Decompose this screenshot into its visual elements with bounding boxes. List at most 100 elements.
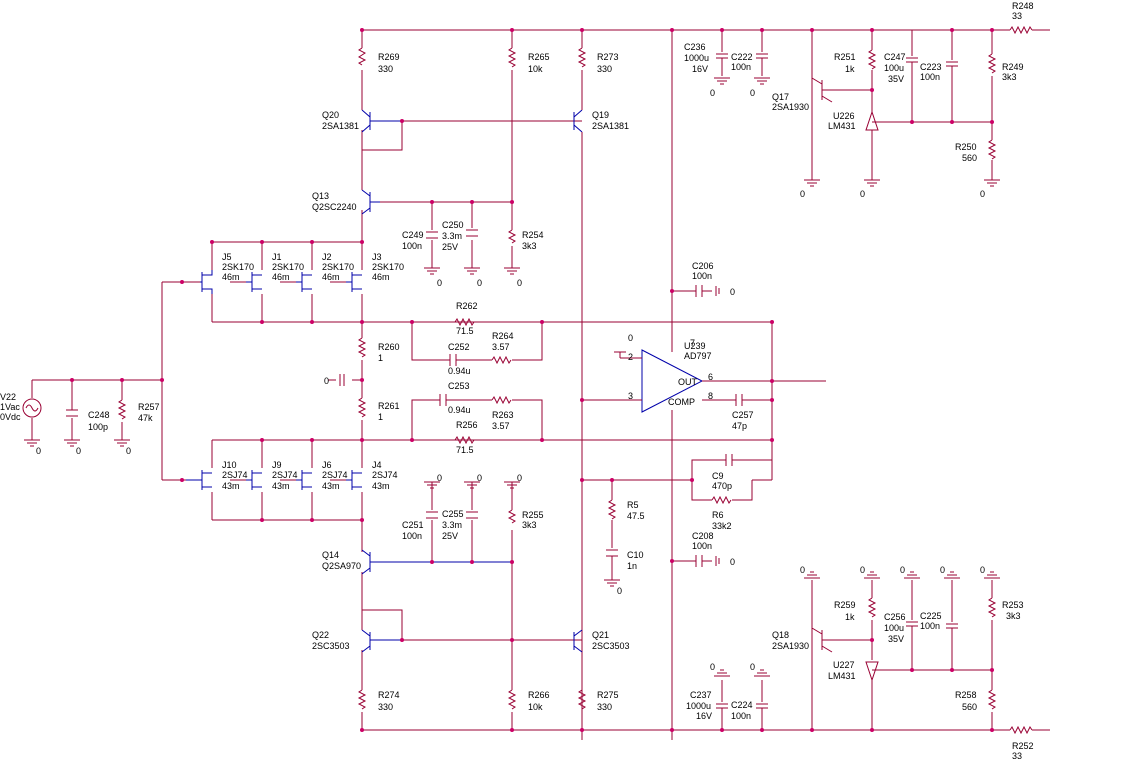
svg-text:46m: 46m — [272, 272, 290, 282]
svg-text:0: 0 — [517, 473, 522, 483]
resistor-r265-r254 — [507, 47, 517, 244]
svg-text:33: 33 — [1012, 751, 1022, 761]
svg-text:3k3: 3k3 — [522, 520, 537, 530]
svg-text:35V: 35V — [888, 74, 904, 84]
svg-text:J6: J6 — [322, 460, 332, 470]
svg-text:R269: R269 — [378, 52, 400, 62]
svg-text:47k: 47k — [138, 413, 153, 423]
svg-text:R263: R263 — [492, 410, 514, 420]
svg-text:0: 0 — [710, 662, 715, 672]
lower-jfet-wires — [211, 439, 772, 521]
upper-jfet-wires — [211, 241, 772, 323]
transistor-q19 — [573, 109, 583, 133]
svg-text:0: 0 — [477, 473, 482, 483]
svg-text:2SA1930: 2SA1930 — [772, 641, 809, 651]
svg-text:0: 0 — [437, 278, 442, 288]
svg-text:2SA1381: 2SA1381 — [322, 121, 359, 131]
svg-text:0.94u: 0.94u — [448, 405, 471, 415]
svg-text:0: 0 — [324, 376, 329, 386]
lower-regulator — [714, 571, 1000, 730]
svg-text:Q20: Q20 — [322, 110, 339, 120]
svg-text:3.3m: 3.3m — [442, 520, 462, 530]
svg-text:R262: R262 — [456, 301, 478, 311]
svg-text:2SJ74: 2SJ74 — [322, 470, 348, 480]
ac-source-v22 — [22, 398, 42, 418]
svg-text:0: 0 — [980, 565, 985, 575]
svg-text:100n: 100n — [692, 271, 712, 281]
svg-text:C223: C223 — [920, 62, 942, 72]
svg-text:100n: 100n — [692, 541, 712, 551]
svg-text:3.57: 3.57 — [492, 342, 510, 352]
svg-text:R255: R255 — [522, 510, 544, 520]
svg-text:U227: U227 — [833, 660, 855, 670]
svg-text:AD797: AD797 — [684, 351, 712, 361]
svg-text:1Vac: 1Vac — [0, 402, 20, 412]
svg-text:330: 330 — [597, 64, 612, 74]
svg-text:C251: C251 — [402, 520, 424, 530]
svg-text:OUT: OUT — [678, 377, 698, 387]
svg-text:47p: 47p — [732, 421, 747, 431]
svg-text:43m: 43m — [322, 481, 340, 491]
svg-text:0: 0 — [800, 565, 805, 575]
resistor-r274 — [357, 689, 367, 710]
svg-text:Q19: Q19 — [592, 110, 609, 120]
svg-text:1000u: 1000u — [686, 701, 711, 711]
svg-text:46m: 46m — [372, 272, 390, 282]
svg-text:0: 0 — [76, 446, 81, 456]
transistor-q20 — [361, 109, 402, 133]
svg-text:R6: R6 — [712, 510, 724, 520]
svg-text:R250: R250 — [955, 142, 977, 152]
svg-text:C237: C237 — [690, 690, 712, 700]
resistor-r252 — [1009, 725, 1033, 735]
svg-text:0: 0 — [860, 565, 865, 575]
svg-text:R259: R259 — [834, 600, 856, 610]
transistor-q21 — [573, 629, 583, 653]
svg-text:10k: 10k — [528, 702, 543, 712]
svg-text:100n: 100n — [920, 621, 940, 631]
resistor-r257 — [117, 399, 127, 420]
svg-text:R264: R264 — [492, 331, 514, 341]
component-labels: R248 33 R252 33 R269 330 R265 10k R273 3… — [0, 1, 1034, 761]
svg-text:2SK170: 2SK170 — [272, 262, 304, 272]
svg-text:LM431: LM431 — [828, 121, 856, 131]
svg-text:0: 0 — [628, 333, 633, 343]
svg-text:R265: R265 — [528, 52, 550, 62]
svg-text:1n: 1n — [627, 561, 637, 571]
svg-text:V22: V22 — [0, 392, 16, 402]
svg-text:3.3m: 3.3m — [442, 231, 462, 241]
svg-text:100p: 100p — [88, 422, 108, 432]
svg-text:Q14: Q14 — [322, 550, 339, 560]
svg-text:46m: 46m — [222, 272, 240, 282]
svg-text:2SJ74: 2SJ74 — [272, 470, 298, 480]
svg-text:0: 0 — [617, 586, 622, 596]
svg-text:0.94u: 0.94u — [448, 366, 471, 376]
central-column-wire — [352, 30, 363, 730]
svg-text:J2: J2 — [322, 252, 332, 262]
svg-text:0: 0 — [800, 189, 805, 199]
svg-text:2SJ74: 2SJ74 — [372, 470, 398, 480]
svg-text:U226: U226 — [833, 111, 855, 121]
svg-text:33k2: 33k2 — [712, 521, 732, 531]
svg-text:C256: C256 — [884, 612, 906, 622]
svg-text:560: 560 — [962, 153, 977, 163]
capacitor-bias-mid — [328, 374, 345, 386]
svg-text:C10: C10 — [627, 550, 644, 560]
svg-text:330: 330 — [597, 702, 612, 712]
svg-text:16V: 16V — [696, 711, 712, 721]
svg-text:100n: 100n — [402, 531, 422, 541]
svg-text:330: 330 — [378, 702, 393, 712]
svg-text:1: 1 — [378, 353, 383, 363]
svg-text:2: 2 — [628, 352, 633, 362]
svg-text:J5: J5 — [222, 252, 232, 262]
label-r248: R248 — [1012, 1, 1034, 11]
feedback-r256-r263-c253 — [411, 394, 543, 440]
svg-text:100u: 100u — [884, 623, 904, 633]
svg-text:C225: C225 — [920, 611, 942, 621]
svg-text:C253: C253 — [448, 381, 470, 391]
label-r252: R252 — [1012, 741, 1034, 751]
svg-text:Q17: Q17 — [772, 92, 789, 102]
svg-text:C222: C222 — [731, 52, 753, 62]
svg-text:0: 0 — [900, 565, 905, 575]
svg-text:7: 7 — [690, 338, 695, 348]
svg-text:R274: R274 — [378, 690, 400, 700]
